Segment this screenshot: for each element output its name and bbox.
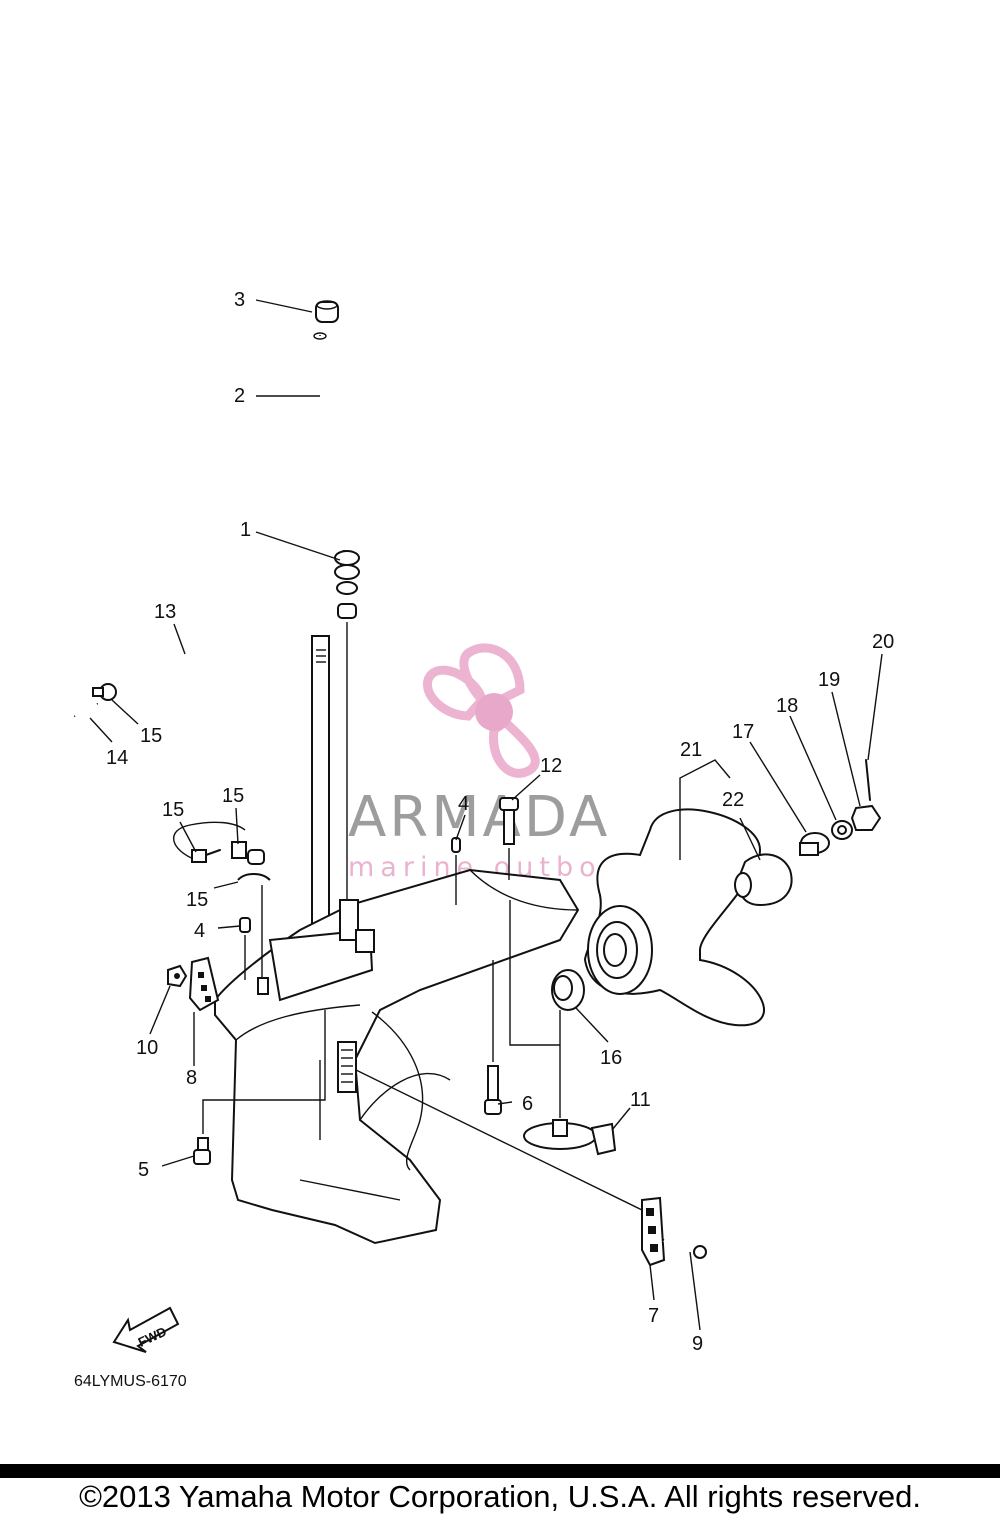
part-14-hose-nipple bbox=[74, 702, 98, 718]
callout-7: 7 bbox=[648, 1305, 659, 1327]
fwd-arrow-icon: FWD bbox=[112, 1306, 180, 1353]
callout-4: 4 bbox=[458, 793, 469, 815]
copyright-notice: ©2013 Yamaha Motor Corporation, U.S.A. A… bbox=[79, 1479, 921, 1514]
part-20-cotter-pin bbox=[865, 759, 871, 801]
part-15-hose-clamp-2 bbox=[172, 821, 246, 863]
callout-6: 6 bbox=[522, 1093, 533, 1115]
callout-1: 1 bbox=[240, 519, 251, 541]
part-8-anode bbox=[188, 956, 220, 1012]
callout-13: 13 bbox=[154, 601, 176, 623]
armada-logo-watermark: ARMADA marine outboards bbox=[348, 643, 678, 883]
lower-case-housing bbox=[214, 868, 580, 1245]
watermark-brand: ARMADA bbox=[348, 785, 610, 850]
drive-shaft bbox=[311, 635, 330, 925]
callout-22: 22 bbox=[722, 789, 744, 811]
callout-15-d: 15 bbox=[186, 889, 208, 911]
part-15-hose-clamp-3 bbox=[231, 841, 265, 865]
part-22-spacer bbox=[734, 853, 793, 907]
callout-9: 9 bbox=[692, 1333, 703, 1355]
part-12-bolt bbox=[499, 797, 519, 880]
part-3-grommet bbox=[315, 300, 339, 323]
part-11-trim-tab bbox=[523, 1010, 617, 1156]
callout-4-b: 4 bbox=[194, 920, 205, 942]
callout-3: 3 bbox=[234, 289, 245, 311]
housing-vent-grille bbox=[337, 1041, 357, 1093]
part-2-water-tube bbox=[313, 332, 348, 551]
part-16-thrust-washer bbox=[509, 900, 585, 1046]
callout-19: 19 bbox=[818, 669, 840, 691]
callout-12: 12 bbox=[540, 755, 562, 777]
propeller-logo-icon bbox=[423, 643, 540, 778]
callout-14: 14 bbox=[106, 747, 128, 769]
callout-15-b: 15 bbox=[162, 799, 184, 821]
part-1-seal bbox=[334, 550, 360, 619]
callout-15: 15 bbox=[140, 725, 162, 747]
callout-8: 8 bbox=[186, 1067, 197, 1089]
callout-20: 20 bbox=[872, 631, 894, 653]
callout-11: 11 bbox=[630, 1089, 651, 1111]
part-18-washer bbox=[831, 820, 853, 840]
callout-5: 5 bbox=[138, 1159, 149, 1181]
part-7-anode bbox=[355, 1069, 666, 1267]
part-6-bolt bbox=[484, 960, 502, 1115]
callout-2: 2 bbox=[234, 385, 245, 407]
callout-21: 21 bbox=[680, 739, 702, 761]
part-5-bolt bbox=[193, 1010, 326, 1165]
callout-17: 17 bbox=[732, 721, 754, 743]
diagram-code: 64LYMUS-6170 bbox=[74, 1373, 187, 1390]
part-4-dowel-pin bbox=[239, 917, 251, 980]
part-17-washer bbox=[799, 832, 830, 856]
callout-18: 18 bbox=[776, 695, 798, 717]
part-10-nut bbox=[167, 964, 188, 988]
callout-15-c: 15 bbox=[222, 785, 244, 807]
footer-divider bbox=[0, 1464, 1000, 1478]
part-15-hose-clamp-4 bbox=[237, 873, 271, 995]
part-13-cooling-hose bbox=[114, 650, 266, 806]
callout-16: 16 bbox=[600, 1047, 622, 1069]
part-21-propeller bbox=[583, 808, 765, 1027]
part-9-bolt bbox=[663, 1238, 707, 1259]
exploded-parts-diagram: ARMADA marine outboards bbox=[74, 289, 894, 1390]
callout-10: 10 bbox=[136, 1037, 158, 1059]
part-19-nut bbox=[850, 804, 882, 831]
leader-lines bbox=[89, 299, 883, 1331]
part-15-hose-clamp bbox=[92, 683, 117, 701]
